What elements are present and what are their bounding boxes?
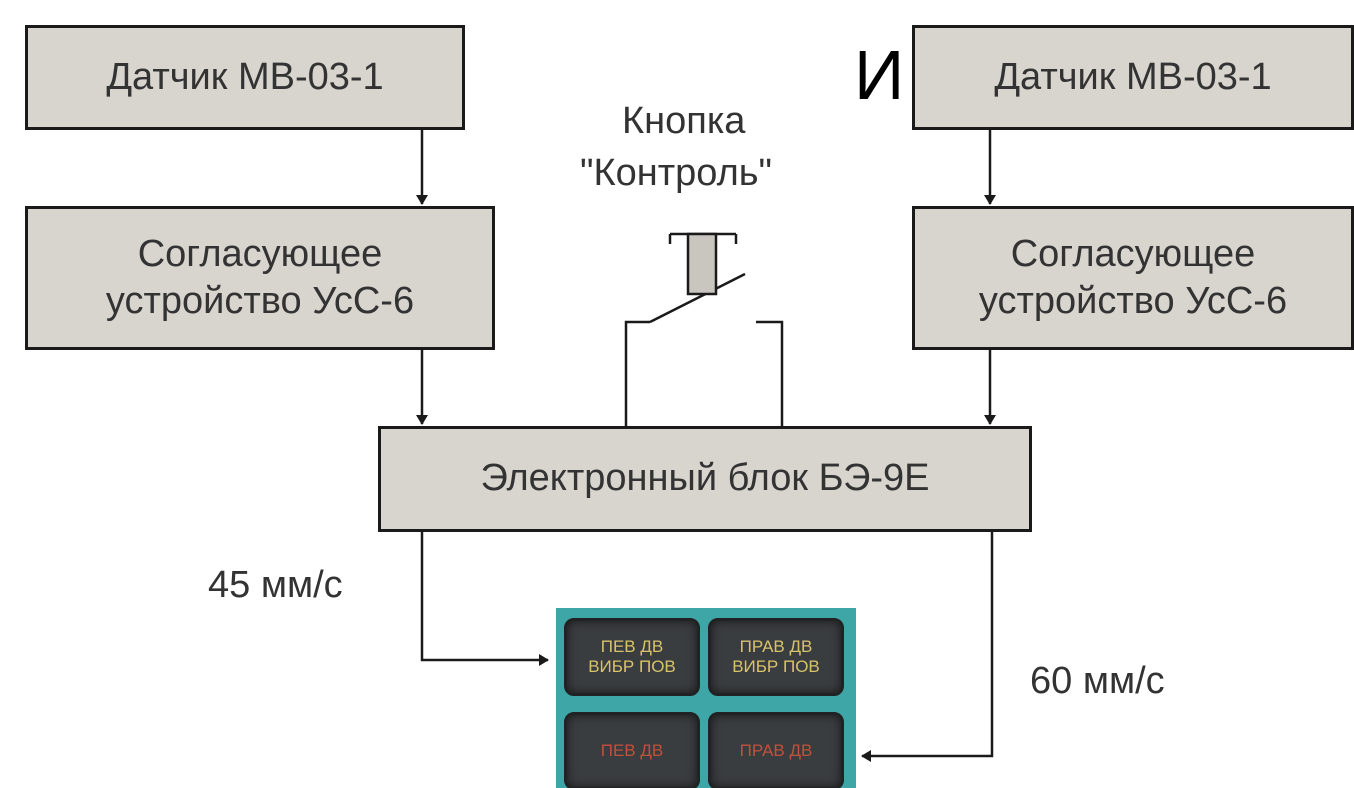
- right-adapter-label-line1: Согласующее: [1010, 232, 1256, 275]
- electronic-block-label: Электронный блок БЭ-9Е: [480, 457, 930, 500]
- left-sensor-label: Датчик МВ-03-1: [106, 55, 384, 98]
- lamp-right-engine-danger: ПРАВ ДВ: [708, 712, 844, 788]
- left-adapter-label-line1: Согласующее: [137, 232, 383, 275]
- push-button-icon: [668, 232, 738, 296]
- switch-left-lead: [624, 320, 650, 426]
- right-sensor-label: Датчик МВ-03-1: [994, 55, 1272, 98]
- conjunction-label: И: [854, 36, 905, 114]
- lamp-left-engine-danger: ПЕВ ДВ: [564, 712, 700, 788]
- wire-block-to-left-lamp: [420, 532, 549, 666]
- lamp-text-line2: ВИБР ПОВ: [732, 657, 820, 676]
- right-adapter-label-line2: устройство УсС-6: [978, 280, 1288, 322]
- lamp-text-line2: ПЕВ ДВ: [600, 740, 664, 760]
- left-adapter-box: Согласующее устройство УсС-6: [25, 206, 495, 350]
- control-button-label-line2: "Контроль": [580, 152, 773, 194]
- switch-contact: [649, 272, 746, 324]
- lamp-left-engine-vibration: ПЕВ ДВ ВИБР ПОВ: [564, 618, 700, 696]
- threshold-right-label: 60 мм/с: [1030, 660, 1165, 702]
- lamp-text-line1: ПЕВ ДВ: [600, 636, 664, 656]
- control-button-label-line1: Кнопка: [622, 100, 746, 142]
- left-sensor-box: Датчик МВ-03-1: [25, 25, 465, 130]
- warning-lamp-panel: ПЕВ ДВ ВИБР ПОВ ПРАВ ДВ ВИБР ПОВ ПЕВ ДВ …: [556, 608, 856, 788]
- switch-right-lead: [756, 320, 784, 426]
- lamp-text-line2: ПРАВ ДВ: [739, 740, 813, 760]
- lamp-right-engine-vibration: ПРАВ ДВ ВИБР ПОВ: [708, 618, 844, 696]
- right-adapter-box: Согласующее устройство УсС-6: [912, 206, 1354, 350]
- wire-block-to-right-lamp: [861, 532, 994, 762]
- left-adapter-label-line2: устройство УсС-6: [105, 280, 415, 322]
- lamp-text-line1: ПРАВ ДВ: [739, 636, 813, 656]
- threshold-left-label: 45 мм/с: [208, 564, 343, 606]
- right-sensor-box: Датчик МВ-03-1: [912, 25, 1354, 130]
- lamp-text-line2: ВИБР ПОВ: [588, 657, 676, 676]
- electronic-block-box: Электронный блок БЭ-9Е: [378, 426, 1032, 532]
